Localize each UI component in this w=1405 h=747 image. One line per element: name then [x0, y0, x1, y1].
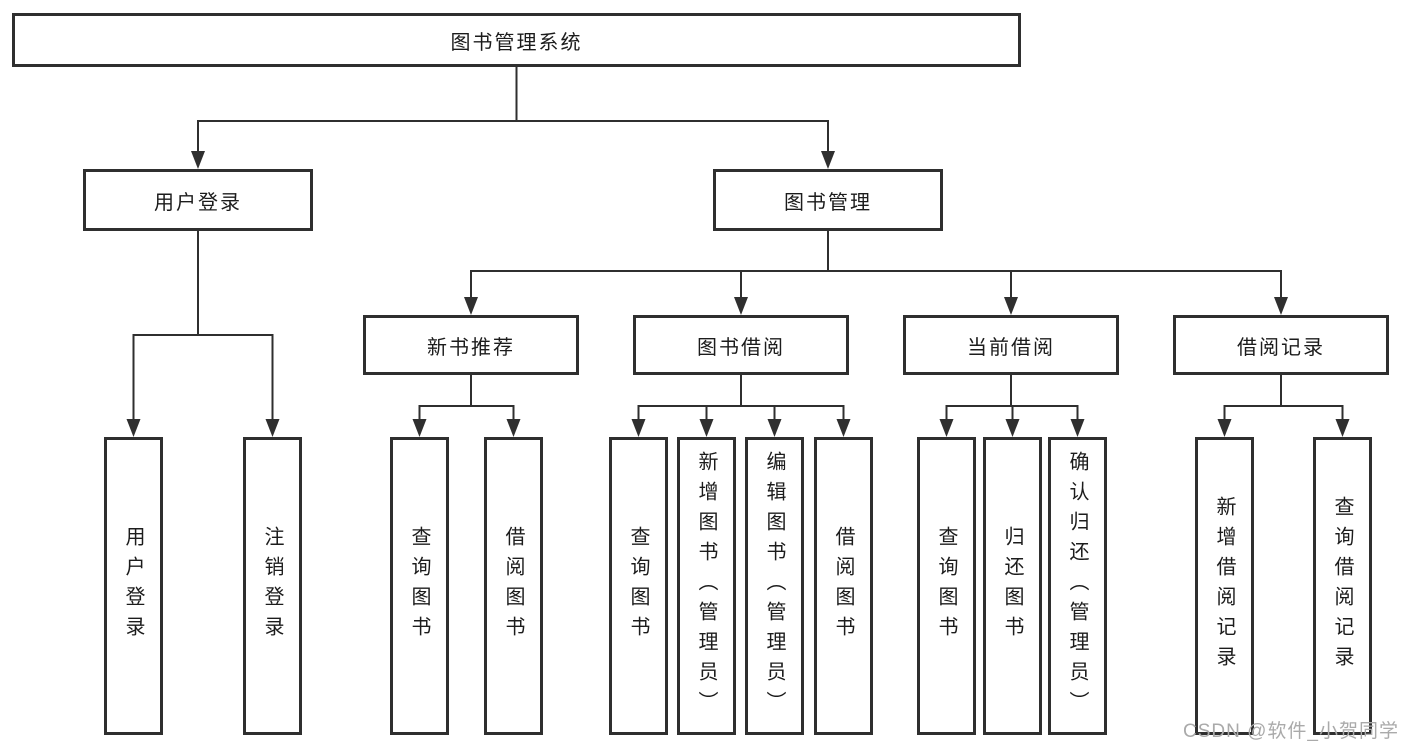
leaf-user-login: 用户登录	[104, 437, 163, 735]
leaf-confirm-return-admin: 确认归还（管理员）	[1048, 437, 1107, 735]
leaf-query-books-borrow: 查询图书	[609, 437, 668, 735]
leaf-borrow-books-recommend: 借阅图书	[484, 437, 543, 735]
node-library-management-system: 图书管理系统	[12, 13, 1021, 67]
leaf-add-borrow-record: 新增借阅记录	[1195, 437, 1254, 735]
node-new-book-recommend: 新书推荐	[363, 315, 579, 375]
leaf-borrow-books: 借阅图书	[814, 437, 873, 735]
node-current-borrow: 当前借阅	[903, 315, 1119, 375]
leaf-logout: 注销登录	[243, 437, 302, 735]
leaf-query-borrow-record: 查询借阅记录	[1313, 437, 1372, 735]
leaf-add-books-admin: 新增图书（管理员）	[677, 437, 736, 735]
node-user-login: 用户登录	[83, 169, 313, 231]
leaf-return-books: 归还图书	[983, 437, 1042, 735]
node-book-borrow: 图书借阅	[633, 315, 849, 375]
node-borrow-records: 借阅记录	[1173, 315, 1389, 375]
leaf-query-books-current: 查询图书	[917, 437, 976, 735]
leaf-edit-books-admin: 编辑图书（管理员）	[745, 437, 804, 735]
node-book-management: 图书管理	[713, 169, 943, 231]
leaf-query-books-recommend: 查询图书	[390, 437, 449, 735]
csdn-watermark: CSDN @软件_小贺同学	[1183, 721, 1399, 742]
